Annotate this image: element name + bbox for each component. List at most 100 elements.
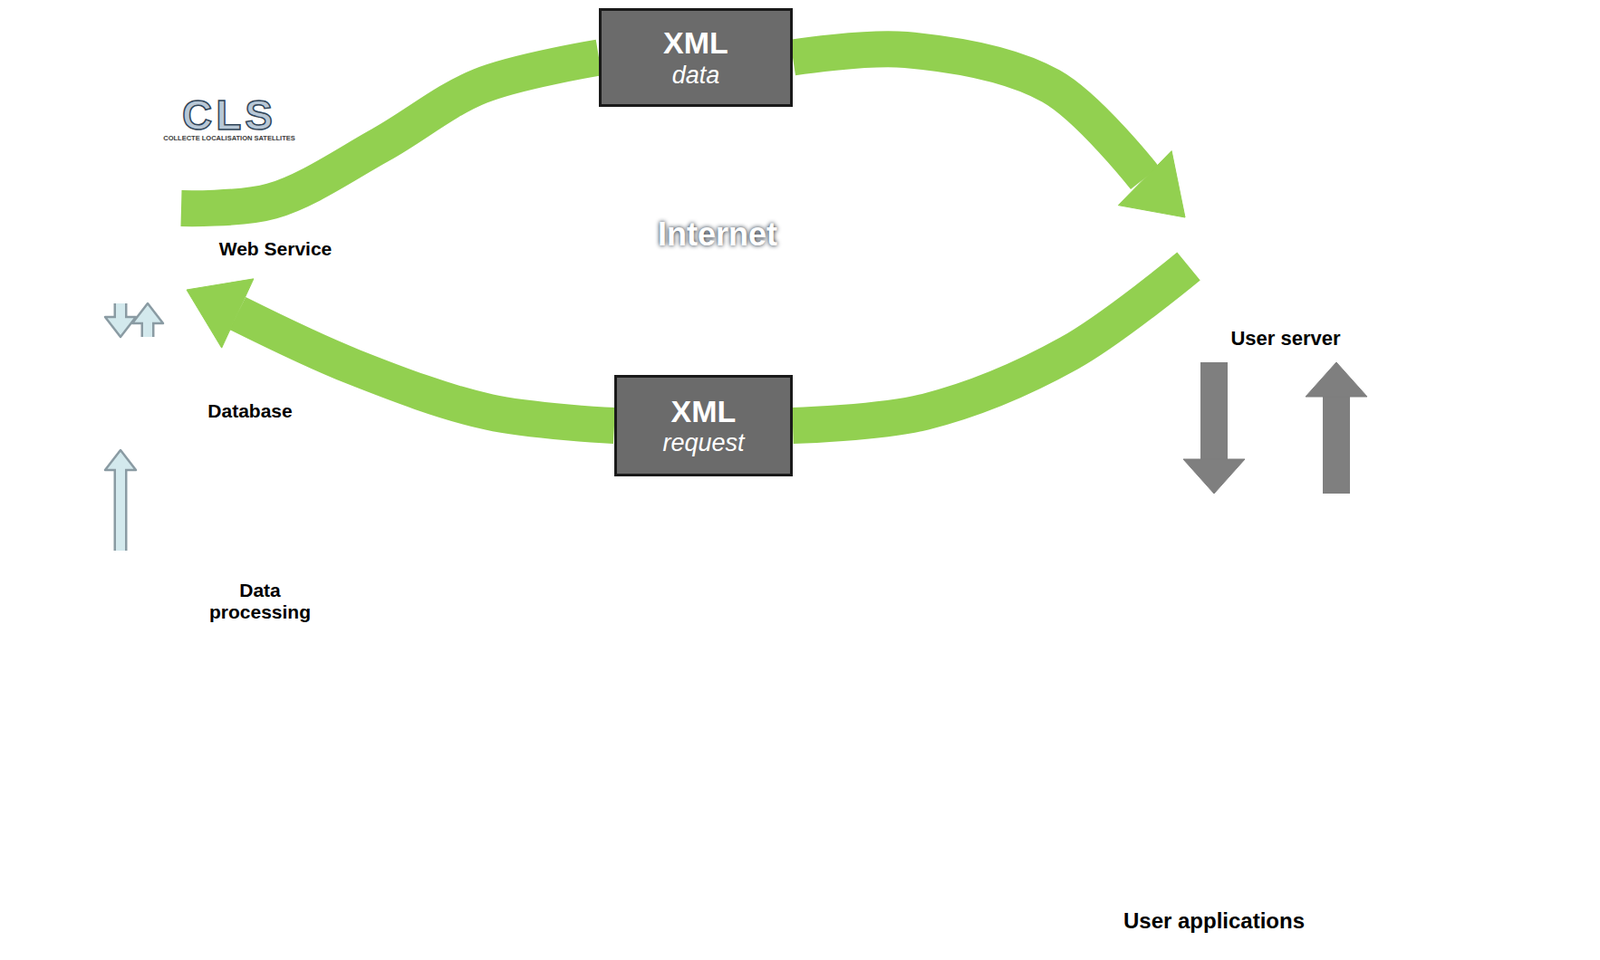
database-node: Database xyxy=(46,337,161,451)
background-swoosh xyxy=(697,436,1260,960)
float-position xyxy=(1519,722,1523,726)
spreadsheet-cell xyxy=(1152,735,1186,738)
spreadsheet-cell xyxy=(918,780,950,783)
spreadsheet-cell xyxy=(1112,660,1138,663)
float-position xyxy=(1181,858,1185,862)
spreadsheet-cell xyxy=(891,803,915,806)
spreadsheet-cell xyxy=(891,713,909,715)
spreadsheet-cell xyxy=(1152,698,1178,701)
wind-map xyxy=(1400,753,1600,960)
spreadsheet-cell xyxy=(879,637,887,640)
internal-flow-arrow xyxy=(132,303,164,338)
background-swoosh xyxy=(480,480,1042,960)
spreadsheet-cell xyxy=(879,796,887,799)
xml-data-box: XMLdata xyxy=(598,8,793,107)
data-processing-node-graphic xyxy=(46,550,164,672)
wind-vector xyxy=(1456,878,1463,887)
float-position xyxy=(1324,707,1328,711)
wind-map-land xyxy=(1536,764,1600,818)
computer-icon xyxy=(1261,235,1316,264)
trajectory-plot xyxy=(1271,569,1317,588)
processing-icon xyxy=(46,550,164,672)
spreadsheet-cell xyxy=(1070,728,1106,731)
spreadsheet-cell xyxy=(1112,683,1138,685)
spreadsheet-cell xyxy=(974,593,1050,596)
spreadsheet-cell xyxy=(1112,637,1139,640)
float-position xyxy=(1503,832,1507,836)
cloud-shape xyxy=(553,181,654,281)
spreadsheet-cell xyxy=(1070,616,1098,618)
housing-top-face xyxy=(20,35,480,148)
spreadsheet-cell xyxy=(879,721,887,723)
background-swoosh xyxy=(942,387,1504,960)
spreadsheet-cell xyxy=(879,713,887,715)
spreadsheet-cell xyxy=(891,691,914,694)
float-position xyxy=(1146,821,1150,825)
internal-flow-arrow xyxy=(115,303,126,320)
node-label: User server xyxy=(1230,327,1340,350)
spreadsheet-cell xyxy=(918,773,938,776)
float-position xyxy=(1446,744,1450,748)
processing-icon xyxy=(55,565,79,582)
float-position xyxy=(1503,788,1507,791)
spreadsheet-cell xyxy=(1190,728,1220,731)
float-position xyxy=(1359,703,1363,707)
spreadsheet-cell xyxy=(891,623,912,626)
buoy-photo xyxy=(5,754,144,960)
background-swoosh xyxy=(425,491,988,960)
wind-vector xyxy=(1456,934,1462,944)
wind-vector xyxy=(1493,767,1501,772)
computer-icon xyxy=(1193,259,1334,300)
xml-exchange-arrow xyxy=(1118,151,1186,218)
database-cylinder xyxy=(48,353,158,448)
spreadsheet-cell xyxy=(1152,616,1185,618)
component-label: Database xyxy=(207,400,292,423)
spreadsheet-cell xyxy=(891,630,915,633)
spreadsheet-cell xyxy=(1152,593,1176,596)
computer-icon xyxy=(1220,114,1345,247)
spreadsheet-screenshot xyxy=(1007,528,1028,552)
spreadsheet-cell xyxy=(1190,637,1214,640)
spreadsheet-cell xyxy=(891,637,908,640)
spreadsheet-cell xyxy=(918,735,944,738)
wind-vector xyxy=(1565,883,1575,887)
spreadsheet-cell xyxy=(879,645,887,648)
background-swoosh xyxy=(806,414,1369,960)
float-position xyxy=(1446,730,1450,733)
spreadsheet-cell xyxy=(974,691,1061,694)
spreadsheet-grid xyxy=(1109,568,1111,825)
spreadsheet-cell xyxy=(960,766,971,769)
float-position xyxy=(1503,694,1507,698)
float-position xyxy=(1146,699,1150,703)
spreadsheet-cell xyxy=(1070,683,1103,685)
spreadsheet-cell xyxy=(1190,705,1222,708)
wind-vector xyxy=(1438,826,1447,829)
spreadsheet-cell xyxy=(1190,660,1211,663)
background-swoosh xyxy=(887,398,1450,960)
spreadsheet-cell xyxy=(974,803,1048,806)
wind-vector xyxy=(1511,919,1520,925)
internal-flow-arrow xyxy=(105,317,136,338)
buoy-photo xyxy=(14,770,82,791)
spreadsheet-cell xyxy=(918,630,938,633)
spreadsheet-cell xyxy=(1070,653,1100,656)
spreadsheet-screenshot xyxy=(1161,528,1182,552)
spreadsheet-cell xyxy=(960,623,966,626)
spreadsheet-screenshot xyxy=(877,568,1262,576)
buoy-photo xyxy=(234,754,394,960)
spreadsheet-cell xyxy=(891,766,910,769)
buoy-photo xyxy=(271,779,313,843)
application-flow-arrow xyxy=(1322,396,1350,494)
spreadsheet-cell xyxy=(1190,653,1216,656)
spreadsheet-cell xyxy=(879,653,887,656)
wind-vector xyxy=(1547,902,1557,906)
background-swoosh xyxy=(779,420,1341,960)
processing-icon xyxy=(144,570,157,666)
spreadsheet-cell xyxy=(1112,728,1140,731)
float-position xyxy=(1397,738,1401,742)
spreadsheet-cell xyxy=(974,788,1056,791)
computer-icon xyxy=(1338,125,1373,240)
wind-vector xyxy=(1511,878,1518,887)
xml-exchange-arrow xyxy=(181,57,599,210)
float-position xyxy=(1243,857,1247,861)
